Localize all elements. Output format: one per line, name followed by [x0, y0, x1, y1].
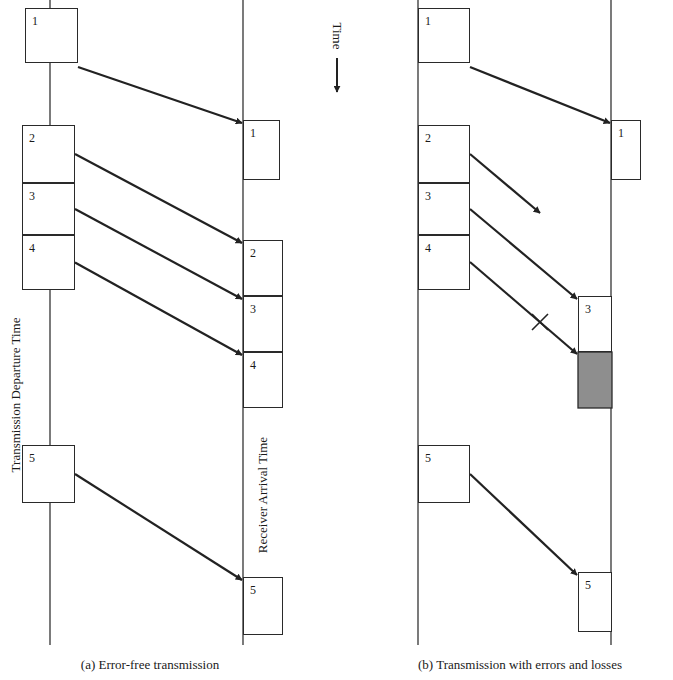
packet-number: 4 — [250, 359, 256, 371]
loss-cross — [532, 314, 548, 330]
packet-box: 1 — [243, 120, 280, 180]
lost-packet-arrow — [470, 154, 540, 213]
packet-box: 5 — [578, 572, 612, 632]
packet-number: 5 — [585, 579, 591, 591]
sender-timeline — [49, 0, 50, 645]
packet-box: 3 — [418, 183, 470, 235]
packet-box: 4 — [243, 352, 283, 408]
panel-caption: (b) Transmission with errors and losses — [418, 658, 622, 671]
packet-arrow — [78, 67, 242, 123]
packet-number: 4 — [29, 242, 35, 254]
packet-number: 1 — [618, 127, 624, 139]
packet-box: 2 — [418, 125, 470, 183]
packet-number: 2 — [29, 132, 35, 144]
packet-arrow — [75, 474, 242, 580]
time-arrow — [336, 58, 338, 92]
packet-box: 2 — [243, 240, 283, 296]
packet-box: 5 — [22, 445, 75, 503]
error-packet-arrow — [470, 262, 577, 354]
packet-number: 4 — [425, 242, 431, 254]
time-axis-label: Time — [331, 23, 344, 50]
packet-arrow — [470, 474, 577, 575]
packet-number: 3 — [250, 303, 256, 315]
packet-box: 2 — [22, 125, 75, 183]
packet-box: 4 — [418, 235, 470, 290]
packet-box: 1 — [25, 8, 78, 63]
axis-label: Receiver Arrival Time — [256, 437, 269, 553]
packet-arrow — [75, 209, 242, 299]
packet-number: 3 — [585, 303, 591, 315]
panel-caption: (a) Error-free transmission — [81, 658, 219, 671]
packet-arrow — [470, 67, 610, 123]
packet-number: 5 — [250, 584, 256, 596]
sender-timeline — [417, 0, 418, 645]
packet-number: 1 — [32, 15, 38, 27]
packet-arrow — [470, 209, 577, 299]
packet-number: 2 — [425, 132, 431, 144]
packet-number: 1 — [425, 15, 431, 27]
packet-arrow — [75, 263, 242, 356]
packet-box: 3 — [243, 296, 283, 352]
packet-number: 1 — [250, 127, 256, 139]
packet-number: 2 — [250, 247, 256, 259]
packet-number: 3 — [29, 190, 35, 202]
packet-box: 5 — [418, 445, 470, 503]
packet-arrow — [75, 154, 242, 243]
packet-box: 1 — [611, 120, 641, 180]
packet-box: 3 — [578, 296, 612, 352]
axis-label: Transmission Departure Time — [9, 318, 22, 473]
packet-box: 1 — [418, 8, 470, 63]
packet-box: 4 — [22, 235, 75, 290]
packet-box: 3 — [22, 183, 75, 235]
corrupted-packet-box — [578, 352, 612, 408]
packet-number: 5 — [29, 452, 35, 464]
packet-number: 5 — [425, 452, 431, 464]
packet-box: 5 — [243, 577, 283, 635]
packet-number: 3 — [425, 190, 431, 202]
